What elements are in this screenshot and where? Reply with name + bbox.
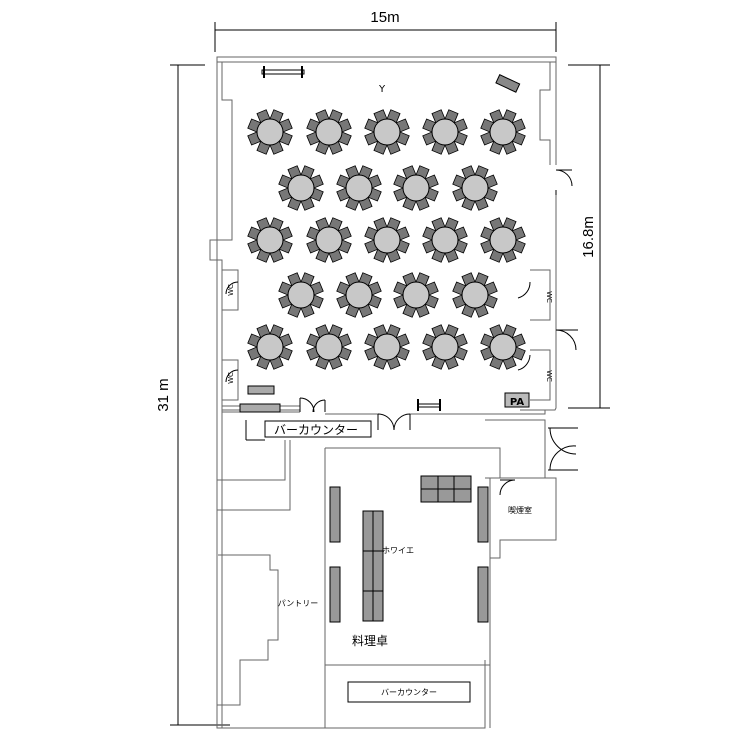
wc-left-lower-label: WC [227,372,235,384]
bar-counter-bottom-label: バーカウンター [381,688,437,697]
table-top [402,281,430,309]
table-top [489,118,517,146]
table-top [489,333,517,361]
width-dimension-label: 15m [370,9,399,26]
round-table [336,272,382,318]
smoking-room-label: 喫煙室 [508,505,532,515]
round-table [480,324,526,370]
round-table [247,217,293,263]
width-dimension [214,22,557,52]
round-table [278,165,324,211]
bar-counter-bottom [347,681,471,703]
round-table [422,324,468,370]
wc-right-upper-label: WC [545,291,553,303]
round-table [480,109,526,155]
round-table [422,217,468,263]
table-top [402,174,430,202]
bar-counter-top [264,420,372,438]
total-height-dimension [170,64,230,726]
pa-label: PA [510,397,524,408]
pa-booth [504,392,530,408]
round-table [278,272,324,318]
round-table [306,109,352,155]
round-table [480,217,526,263]
round-table [247,324,293,370]
stage-equipment: Y [261,66,521,95]
table-top [315,226,343,254]
table-top [373,226,401,254]
round-table [452,272,498,318]
table-top [315,118,343,146]
lower-section-walls [216,419,557,728]
table-top [345,174,373,202]
smoking-room-door [499,479,516,496]
round-table [422,109,468,155]
table-top [315,333,343,361]
hall-walls [209,56,557,729]
table-top [256,333,284,361]
foyer-tables [329,475,489,623]
round-table [336,165,382,211]
foyer-label: ホワイエ [382,546,414,555]
table-top [256,118,284,146]
hall-height-label: 16.8m [580,216,597,258]
round-table [393,165,439,211]
round-table [364,217,410,263]
pantry-label: パントリー [278,599,318,608]
round-table [364,324,410,370]
table-top [431,333,459,361]
table-top [373,118,401,146]
round-table [452,165,498,211]
round-table [306,217,352,263]
table-top [461,281,489,309]
wc-left-upper-label: WC [227,284,235,296]
table-top [461,174,489,202]
table-top [431,226,459,254]
round-table [247,109,293,155]
round-table [364,109,410,155]
table-top [489,226,517,254]
table-top [256,226,284,254]
svg-text:Y: Y [378,84,386,95]
hall-lower-items [239,385,441,413]
wc-right-lower-label: WC [545,370,553,382]
table-top [287,281,315,309]
table-top [287,174,315,202]
cooking-table-label: 料理卓 [352,634,388,648]
table-top [431,118,459,146]
round-tables [247,109,526,370]
bar-counter-top-label: バーカウンター [274,423,358,437]
total-height-label: 31 m [155,378,172,411]
round-table [306,324,352,370]
round-table [393,272,439,318]
hall-height-dimension [568,64,610,409]
table-top [373,333,401,361]
table-top [345,281,373,309]
hall-doors [225,169,578,471]
